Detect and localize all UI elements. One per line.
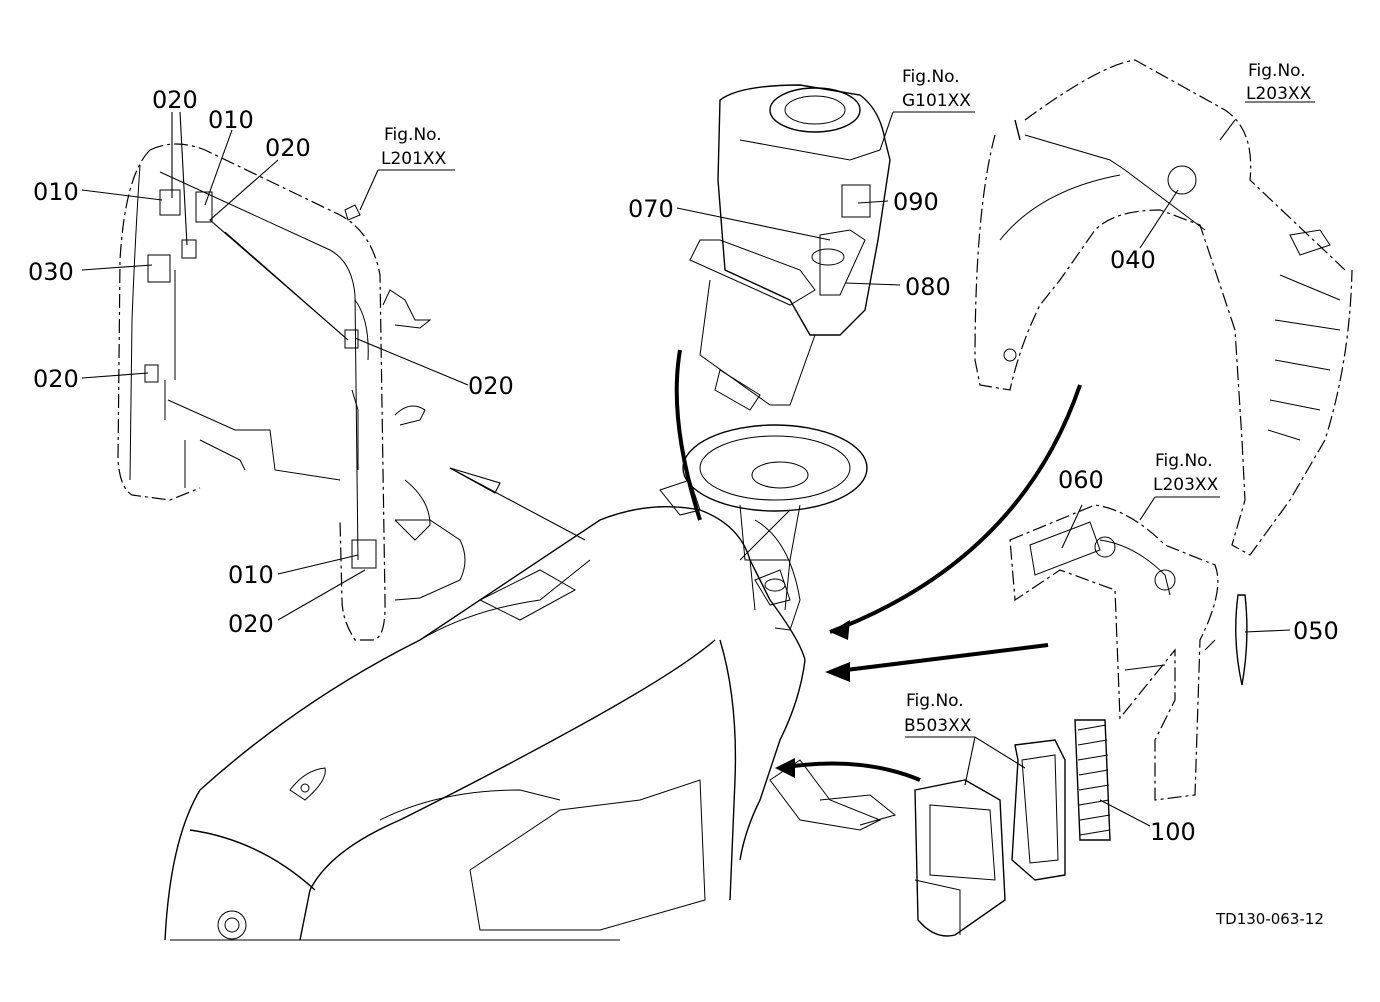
figref-l203xx-top-caption: Fig.No. [1248,61,1306,81]
dash-panel-cover [689,84,891,411]
step-mat [1074,719,1111,841]
callout-070: 070 [628,195,674,223]
figref-l203xx-mid-code: L203XX [1153,475,1219,495]
callout-040: 040 [1110,246,1156,274]
bracket-assembly [914,739,1066,937]
figref-b503xx-caption: Fig.No. [906,691,964,711]
figref-l203xx-top-code: L203XX [1246,84,1312,104]
callout-060: 060 [1058,466,1104,494]
callout-050: 050 [1293,617,1339,645]
callout-020-left: 020 [33,365,79,393]
callout-010-left: 010 [33,178,79,206]
callout-080: 080 [905,273,951,301]
callout-090: 090 [893,188,939,216]
callout-010-bottom: 010 [228,561,274,589]
drawing-code: TD130-063-12 [1215,910,1324,928]
callout-100: 100 [1150,818,1196,846]
tractor-hood [164,479,897,941]
callout-010-top: 010 [208,106,254,134]
steering-wheel [682,424,868,611]
side-trim [1235,594,1248,686]
assembly-arrows [449,349,1082,782]
right-fender [974,59,1353,556]
figref-l201xx-caption: Fig.No. [384,125,442,145]
figref-l201xx-code: L201XX [381,149,447,169]
figure-references: Fig.No. L201XX Fig.No. G101XX Fig.No. L2… [381,61,1312,736]
callout-020-right: 020 [468,372,514,400]
figref-b503xx-code: B503XX [904,716,972,736]
figref-g101xx-code: G101XX [902,91,971,111]
callout-020-top-left: 020 [152,86,198,114]
step-panel [1009,504,1219,801]
figref-g101xx-caption: Fig.No. [902,67,960,87]
callout-020-top: 020 [265,134,311,162]
figref-l203xx-mid-caption: Fig.No. [1155,451,1213,471]
leader-lines [81,101,1315,827]
callout-labels: 020 010 020 010 030 020 020 010 020 070 … [28,86,1339,846]
callout-030: 030 [28,258,74,286]
callout-020-bottom: 020 [228,610,274,638]
left-side-panel [117,143,466,641]
